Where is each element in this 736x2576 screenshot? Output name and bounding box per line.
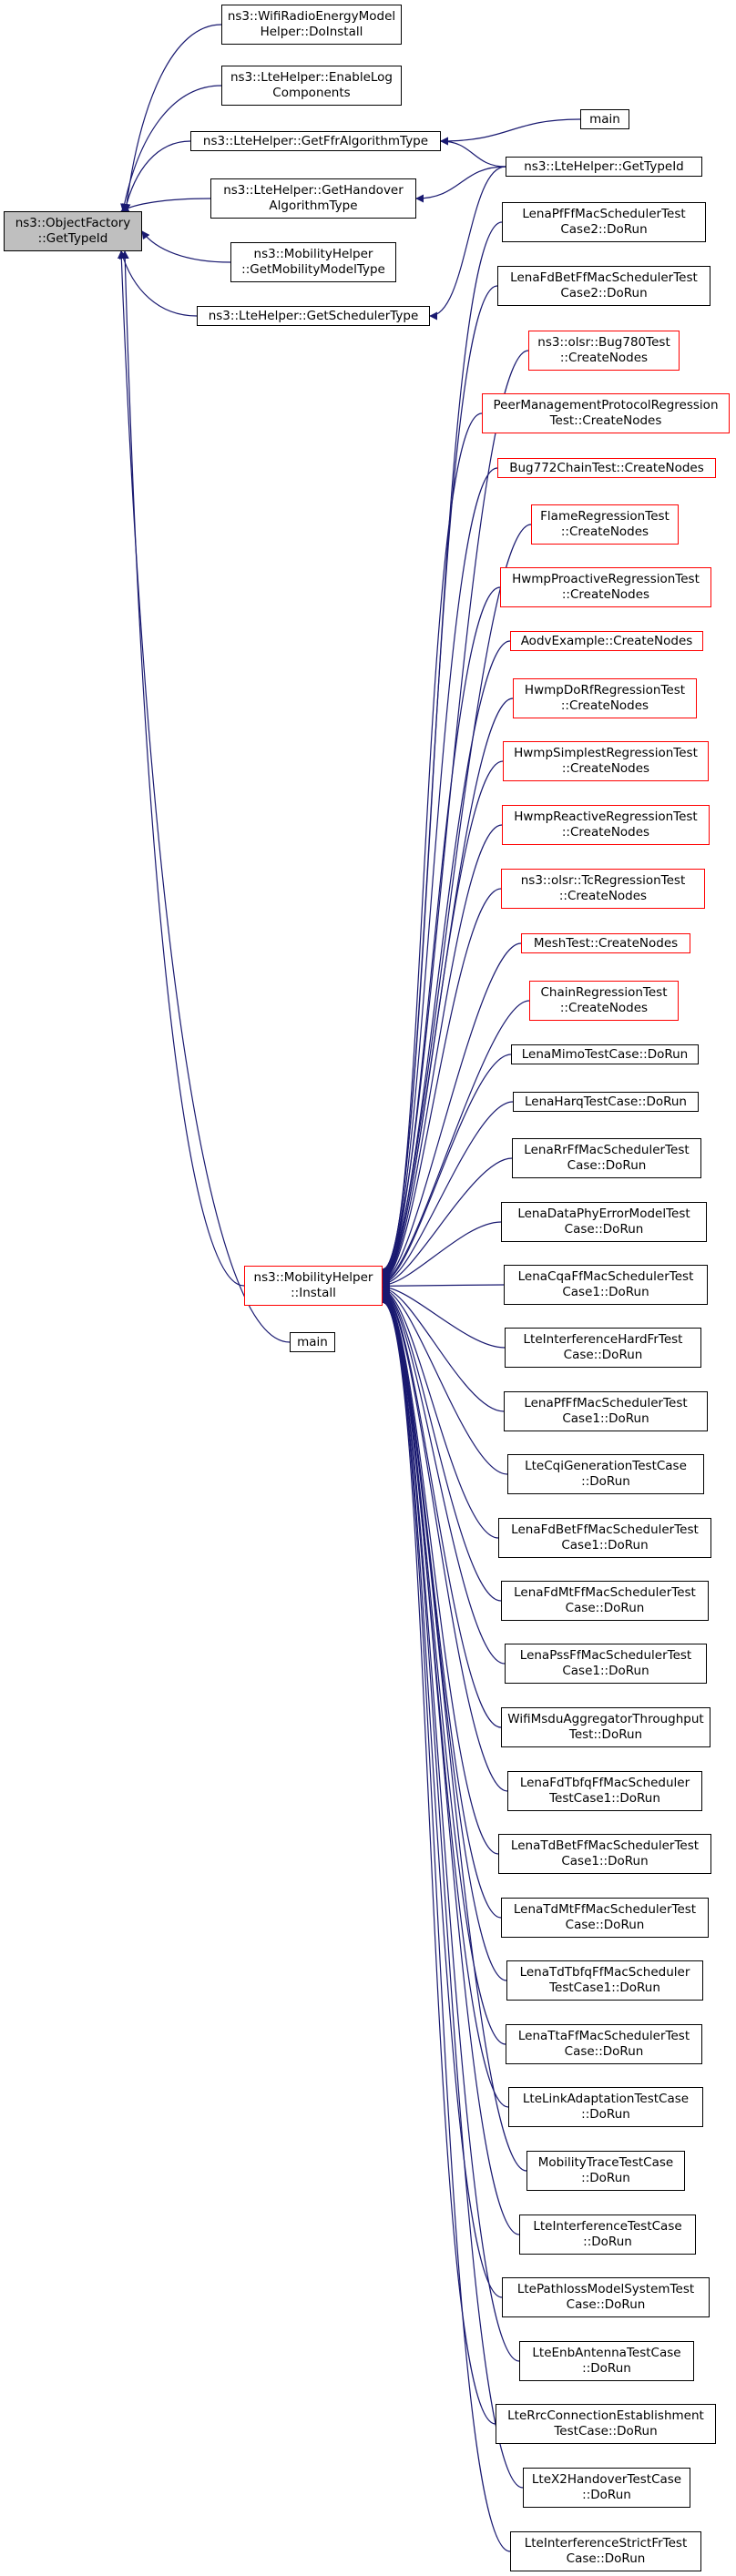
edge-mobility-install-to-n-fdtbfq (382, 1290, 508, 1792)
edge-get-handover-to-lte-typeid (415, 166, 506, 203)
graph-node-main-top[interactable]: main (580, 109, 629, 129)
edge-mobility-install-to-n-harq (382, 1101, 514, 1288)
graph-node-n-fdtbfq[interactable]: LenaFdTbfqFfMacScheduler TestCase1::DoRu… (507, 1771, 702, 1811)
edge-mobility-install-to-n-pss (382, 1288, 506, 1665)
graph-node-n-mesh[interactable]: MeshTest::CreateNodes (521, 933, 690, 953)
graph-node-n-ltex2[interactable]: LteX2HandoverTestCase ::DoRun (523, 2468, 690, 2508)
graph-node-n-tdmt[interactable]: LenaTdMtFfMacSchedulerTest Case::DoRun (501, 1898, 709, 1938)
graph-node-n-lteinthard[interactable]: LteInterferenceHardFrTest Case::DoRun (505, 1328, 701, 1368)
edge-mobility-install-to-n-olsrtc (382, 888, 502, 1284)
graph-node-n-lteintstrict[interactable]: LteInterferenceStrictFrTest Case::DoRun (510, 2531, 701, 2571)
graph-node-n-peer[interactable]: PeerManagementProtocolRegression Test::C… (482, 393, 730, 433)
graph-node-n-pff2[interactable]: LenaPfFfMacSchedulerTest Case2::DoRun (502, 202, 706, 242)
graph-node-n-hwmpsimp[interactable]: HwmpSimplestRegressionTest ::CreateNodes (503, 741, 709, 781)
edge-mobility-install-to-n-tdtbfq (382, 1293, 507, 1981)
edge-mobility-install-to-n-lteintstrict (382, 1298, 511, 2552)
edge-mobility-install-to-n-dataphy (382, 1221, 502, 1289)
graph-node-n-ltecqigen[interactable]: LteCqiGenerationTestCase ::DoRun (507, 1454, 704, 1494)
edge-root-to-wifi-radio (122, 24, 222, 212)
graph-node-main-mid[interactable]: main (290, 1332, 335, 1352)
edge-root-to-get-ffr (122, 140, 191, 212)
edge-root-to-main-mid (117, 250, 291, 1343)
graph-node-n-tdbet[interactable]: LenaTdBetFfMacSchedulerTest Case1::DoRun (498, 1834, 711, 1874)
graph-node-n-tdtbfq[interactable]: LenaTdTbfqFfMacScheduler TestCase1::DoRu… (506, 1960, 703, 2001)
graph-node-n-chain[interactable]: ChainRegressionTest ::CreateNodes (529, 981, 679, 1021)
graph-node-n-mobtrace[interactable]: MobilityTraceTestCase ::DoRun (526, 2151, 685, 2191)
graph-node-enable-log[interactable]: ns3::LteHelper::EnableLog Components (221, 66, 402, 106)
graph-node-n-lteinterf[interactable]: LteInterferenceTestCase ::DoRun (519, 2215, 696, 2255)
graph-node-n-flame[interactable]: FlameRegressionTest ::CreateNodes (531, 504, 679, 545)
edge-get-ffr-to-main-top (440, 118, 581, 146)
graph-node-n-lterrc[interactable]: LteRrcConnectionEstablishment TestCase::… (496, 2404, 716, 2444)
graph-node-n-cqaff[interactable]: LenaCqaFfMacSchedulerTest Case1::DoRun (504, 1265, 708, 1305)
graph-node-get-sched[interactable]: ns3::LteHelper::GetSchedulerType (197, 306, 430, 326)
edge-mobility-install-to-n-rrff (382, 1157, 513, 1288)
edge-mobility-install-to-n-tdbet (382, 1291, 499, 1855)
edge-get-sched-to-lte-typeid (429, 166, 506, 321)
edge-mobility-install-to-n-chain (382, 1000, 530, 1286)
edge-mobility-install-to-n-lteinthard (382, 1283, 506, 1349)
edge-mobility-install-to-n-hwmppro (382, 586, 501, 1278)
graph-node-n-bug772[interactable]: Bug772ChainTest::CreateNodes (497, 458, 716, 478)
graph-node-n-wifimsdu[interactable]: WifiMsduAggregatorThroughput Test::DoRun (501, 1707, 710, 1747)
edge-mobility-install-to-n-lteinterf (382, 1298, 520, 2235)
edge-mobility-install-to-n-fdmt (382, 1287, 502, 1602)
graph-node-n-dataphy[interactable]: LenaDataPhyErrorModelTest Case::DoRun (501, 1202, 707, 1242)
edge-mobility-install-to-n-bug772 (382, 467, 498, 1277)
edge-mobility-install-to-n-aodv (382, 640, 511, 1279)
edge-root-to-get-mobility (141, 230, 231, 263)
graph-node-n-lteenbant[interactable]: LteEnbAntennaTestCase ::DoRun (519, 2341, 694, 2381)
edge-mobility-install-to-n-pff1 (382, 1284, 505, 1412)
edge-mobility-install-to-n-cqaff (382, 1281, 505, 1290)
edge-mobility-install-to-n-ltex2 (382, 1298, 524, 2489)
graph-node-n-hwmppro[interactable]: HwmpProactiveRegressionTest ::CreateNode… (500, 567, 711, 607)
graph-node-wifi-radio[interactable]: ns3::WifiRadioEnergyModel Helper::DoInst… (221, 5, 402, 45)
graph-node-n-ltelinkadapt[interactable]: LteLinkAdaptationTestCase ::DoRun (508, 2087, 703, 2127)
graph-node-n-olsr780[interactable]: ns3::olsr::Bug780Test ::CreateNodes (528, 331, 680, 371)
edge-get-ffr-to-lte-typeid (440, 137, 506, 168)
edge-mobility-install-to-n-wifimsdu (382, 1289, 502, 1728)
graph-node-n-harq[interactable]: LenaHarqTestCase::DoRun (513, 1092, 699, 1112)
edge-mobility-install-to-n-ltecqigen (382, 1285, 508, 1475)
graph-node-n-pff1[interactable]: LenaPfFfMacSchedulerTest Case1::DoRun (504, 1391, 708, 1431)
graph-node-n-fdbet2[interactable]: LenaFdBetFfMacSchedulerTest Case2::DoRun (497, 266, 710, 306)
edge-mobility-install-to-n-hwmpreac (382, 824, 503, 1283)
graph-node-root: ns3::ObjectFactory ::GetTypeId (4, 211, 142, 251)
edge-mobility-install-to-n-peer (382, 412, 483, 1276)
graph-node-n-hwmpreac[interactable]: HwmpReactiveRegressionTest ::CreateNodes (502, 805, 710, 845)
graph-node-n-ltepathloss[interactable]: LtePathlossModelSystemTest Case::DoRun (502, 2277, 710, 2317)
edge-root-to-enable-log (120, 85, 222, 212)
edge-mobility-install-to-n-mimo (382, 1054, 512, 1287)
graph-node-get-ffr[interactable]: ns3::LteHelper::GetFfrAlgorithmType (190, 131, 441, 151)
edge-mobility-install-to-n-fdbet1 (382, 1286, 499, 1539)
graph-node-lte-typeid[interactable]: ns3::LteHelper::GetTypeId (506, 157, 702, 177)
graph-node-get-handover[interactable]: ns3::LteHelper::GetHandover AlgorithmTyp… (210, 178, 416, 219)
graph-node-n-aodv[interactable]: AodvExample::CreateNodes (510, 631, 703, 651)
edge-root-to-mobility-install (120, 250, 245, 1287)
graph-node-n-fdbet1[interactable]: LenaFdBetFfMacSchedulerTest Case1::DoRun (498, 1518, 711, 1558)
graph-node-n-pss[interactable]: LenaPssFfMacSchedulerTest Case1::DoRun (505, 1644, 707, 1684)
graph-node-n-rrff[interactable]: LenaRrFfMacSchedulerTest Case::DoRun (512, 1138, 701, 1178)
edge-mobility-install-to-n-hwmpsimp (382, 760, 504, 1282)
graph-node-n-fdmt[interactable]: LenaFdMtFfMacSchedulerTest Case::DoRun (501, 1581, 709, 1621)
graph-node-n-olsrtc[interactable]: ns3::olsr::TcRegressionTest ::CreateNode… (501, 869, 705, 909)
edge-mobility-install-to-n-mesh (382, 942, 522, 1285)
graph-node-n-tta[interactable]: LenaTtaFfMacSchedulerTest Case::DoRun (506, 2024, 702, 2064)
graph-node-mobility-install[interactable]: ns3::MobilityHelper ::Install (244, 1266, 383, 1306)
graph-node-n-hwmpdorf[interactable]: HwmpDoRfRegressionTest ::CreateNodes (513, 678, 697, 718)
edge-mobility-install-to-n-mobtrace (382, 1297, 527, 2172)
graph-node-get-mobility[interactable]: ns3::MobilityHelper ::GetMobilityModelTy… (230, 242, 396, 282)
graph-node-n-mimo[interactable]: LenaMimoTestCase::DoRun (511, 1044, 699, 1064)
edge-root-to-get-handover (120, 198, 211, 212)
